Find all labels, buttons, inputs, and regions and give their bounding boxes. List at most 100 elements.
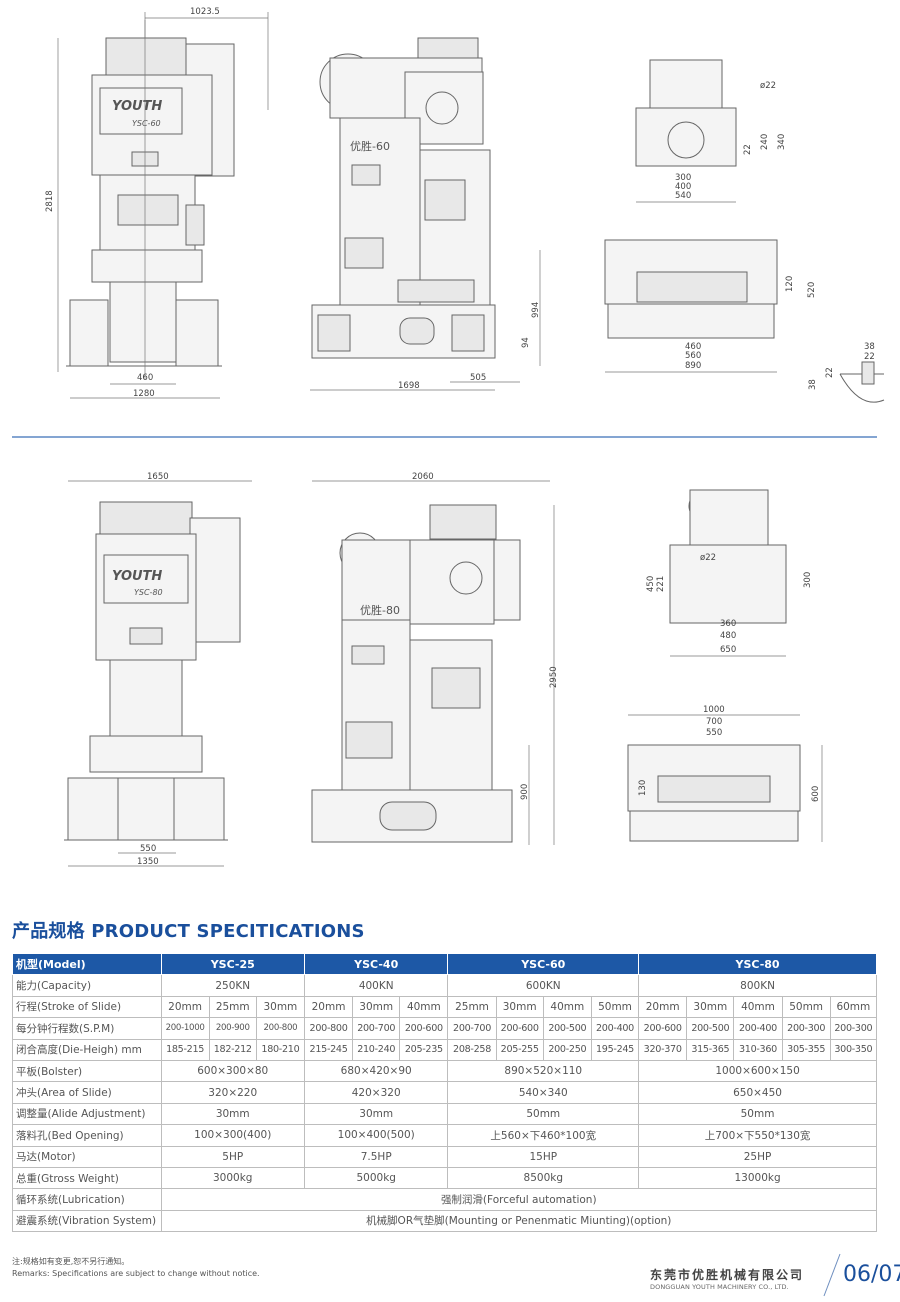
dim-bolster-120-top: 120: [785, 276, 795, 292]
row-label: 行程(Stroke of Slide): [12, 995, 162, 1019]
dim-plan-360-bottom: 360: [720, 619, 736, 629]
plan-view-bottom: ø22 450 221 300 360 480 650: [646, 489, 813, 657]
table-cell: 200-700: [447, 1017, 497, 1040]
table-cell: 上700×下550*130宽: [638, 1124, 877, 1147]
table-cell: 机械脚OR气垫脚(Mounting or Penenmatic Miunting…: [160, 1209, 877, 1233]
spec-table: 机型(Model) YSC-25 YSC-40 YSC-60 YSC-80 能力…: [12, 952, 878, 1233]
table-cell: 强制润滑(Forceful automation): [160, 1188, 877, 1211]
dim-bolster-130-bottom: 130: [638, 780, 648, 796]
dim-bolster-460-top: 460: [685, 342, 701, 352]
dim-side-94: 94: [521, 337, 531, 348]
dim-plan-22-top: 22: [743, 144, 753, 155]
dim-plan-hole-top: ø22: [760, 81, 776, 91]
company-name: 东莞市优胜机械有限公司 DONGGUAN YOUTH MACHINERY CO.…: [650, 1266, 804, 1291]
dim-bolster-1000-bottom: 1000: [703, 705, 725, 715]
side-name-bottom: 优胜-80: [360, 603, 400, 617]
table-cell: 50mm: [590, 995, 640, 1019]
side-view-bottom: 2060 优胜-80 2950 900: [311, 472, 559, 845]
table-cell: 40mm: [733, 995, 783, 1019]
header-model-2: YSC-40: [303, 952, 449, 976]
remarks-cn: 注:规格如有变更,恕不另行通知。: [12, 1257, 130, 1266]
dim-side-505: 505: [470, 373, 486, 383]
table-cell: 200-600: [399, 1017, 449, 1040]
table-row-vibration: 避震系统(Vibration System) 机械脚OR气垫脚(Mounting…: [12, 1209, 877, 1233]
table-cell: 890×520×110: [447, 1059, 640, 1083]
brand-top: YOUTH: [112, 99, 162, 114]
dim-slot-38b: 38: [808, 379, 818, 390]
table-cell: 300-350: [829, 1038, 878, 1061]
table-cell: 600×300×80: [160, 1059, 305, 1083]
row-label: 闭合高度(Die-Heigh) mm: [12, 1038, 162, 1061]
row-label: 避震系统(Vibration System): [12, 1209, 162, 1233]
table-cell: 30mm: [686, 995, 735, 1019]
table-cell: 60mm: [829, 995, 878, 1019]
table-cell: 15HP: [447, 1145, 640, 1168]
table-cell: 5000kg: [303, 1166, 449, 1190]
table-row-slide-area: 冲头(Area of Slide) 320×220 420×320 540×34…: [12, 1081, 877, 1104]
side-view-top: 优胜-60 1698 994 94 505: [310, 37, 541, 391]
dim-side-2950: 2950: [549, 666, 559, 688]
dim-plan-650-bottom: 650: [720, 645, 736, 655]
table-cell: 320-370: [638, 1038, 688, 1061]
table-cell: 5HP: [160, 1145, 305, 1168]
dim-slot-38a: 38: [864, 342, 875, 352]
table-cell: 7.5HP: [303, 1145, 449, 1168]
row-label: 落料孔(Bed Opening): [12, 1124, 162, 1147]
remarks: 注:规格如有变更,恕不另行通知。 Remarks: Specifications…: [12, 1256, 260, 1280]
table-cell: 40mm: [399, 995, 449, 1019]
table-cell: 50mm: [638, 1102, 877, 1126]
table-row-capacity: 能力(Capacity) 250KN 400KN 600KN 800KN: [12, 974, 877, 997]
table-cell: 600KN: [447, 974, 640, 997]
dim-top-width: 1023.5: [190, 7, 220, 17]
technical-drawings: 1023.5 2818 YOUTH YSC-60 460 1280 优胜-60: [12, 7, 885, 867]
dim-plan-240-top: 240: [760, 134, 770, 150]
table-cell: 25mm: [447, 995, 497, 1019]
table-cell: 13000kg: [638, 1166, 877, 1190]
table-cell: 50mm: [447, 1102, 640, 1126]
table-cell: 540×340: [447, 1081, 640, 1104]
table-cell: 100×300(400): [160, 1124, 305, 1147]
row-label: 能力(Capacity): [12, 974, 162, 997]
dim-plan-hole-bottom: ø22: [700, 553, 716, 563]
front-view-top: 1023.5 2818 YOUTH YSC-60 460 1280: [45, 7, 269, 399]
dim-side-length-top: 1698: [398, 381, 420, 391]
table-cell: 30mm: [495, 995, 544, 1019]
table-row-bed-opening: 落料孔(Bed Opening) 100×300(400) 100×400(50…: [12, 1124, 877, 1147]
dim-slot-22a: 22: [864, 352, 875, 362]
table-cell: 195-245: [590, 1038, 640, 1061]
table-cell: 25HP: [638, 1145, 877, 1168]
row-label: 每分钟行程数(S.P.M): [12, 1017, 162, 1040]
header-model-label: 机型(Model): [12, 952, 162, 976]
dim-plan-480-bottom: 480: [720, 631, 736, 641]
table-cell: 200-1000: [160, 1017, 210, 1040]
row-label: 冲头(Area of Slide): [12, 1081, 162, 1104]
table-cell: 200-700: [352, 1017, 401, 1040]
table-cell: 800KN: [638, 974, 877, 997]
dim-bolster-550-bottom: 550: [706, 728, 722, 738]
table-cell: 40mm: [542, 995, 592, 1019]
dim-plan-340-top: 340: [777, 134, 787, 150]
table-cell: 182-212: [208, 1038, 257, 1061]
bolster-view-top: 460 560 890 120 520 38 22 38 22: [604, 239, 885, 403]
row-label: 总重(Gtross Weight): [12, 1166, 162, 1190]
table-row-adjustment: 调整量(Alide Adjustment) 30mm 30mm 50mm 50m…: [12, 1102, 877, 1126]
table-cell: 30mm: [303, 1102, 449, 1126]
table-cell: 650×450: [638, 1081, 877, 1104]
section-heading: 产品规格 PRODUCT SPECITICATIONS: [12, 921, 365, 942]
remarks-en: Remarks: Specifications are subject to c…: [12, 1269, 260, 1278]
dim-bottom-base: 1350: [137, 857, 159, 867]
model-bottom: YSC-80: [134, 588, 163, 597]
table-cell: 315-365: [686, 1038, 735, 1061]
dim-bottom-width: 1650: [147, 472, 169, 482]
table-cell: 20mm: [303, 995, 354, 1019]
table-cell: 30mm: [255, 995, 305, 1019]
dim-bolster-560-top: 560: [685, 351, 701, 361]
table-cell: 200-300: [829, 1017, 878, 1040]
table-cell: 420×320: [303, 1081, 449, 1104]
row-label: 马达(Motor): [12, 1145, 162, 1168]
table-row-lubrication: 循环系统(Lubrication) 强制润滑(Forceful automati…: [12, 1188, 877, 1211]
row-label: 调整量(Alide Adjustment): [12, 1102, 162, 1126]
table-cell: 208-258: [447, 1038, 497, 1061]
table-cell: 680×420×90: [303, 1059, 449, 1083]
